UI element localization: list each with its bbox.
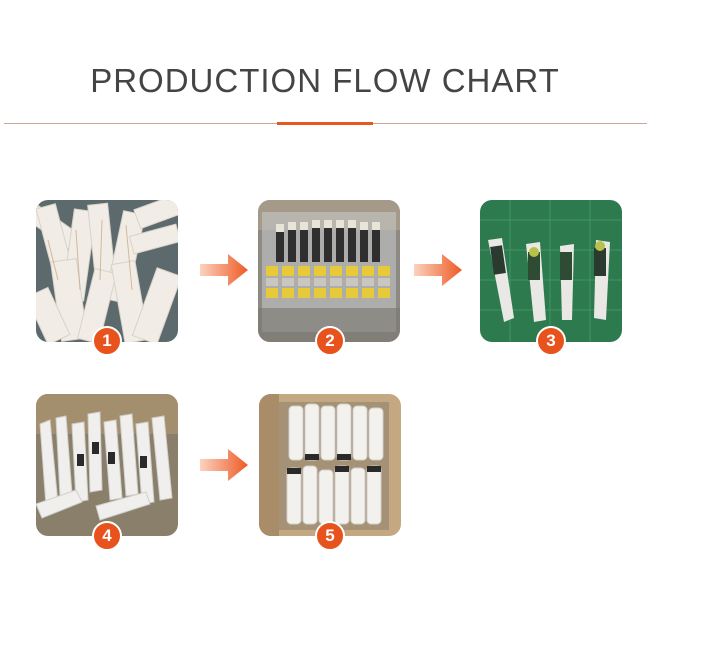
step-1-photo (36, 200, 178, 342)
step-3-photo (480, 200, 622, 342)
step-2-number-badge: 2 (315, 326, 345, 356)
step-4-photo (36, 394, 178, 536)
title-accent-bar (277, 122, 373, 125)
step-3-number-badge: 3 (536, 326, 566, 356)
page-title: PRODUCTION FLOW CHART (90, 62, 560, 99)
arrow-right-icon (200, 447, 248, 483)
step-2-photo (258, 200, 400, 342)
step-4-number-badge: 4 (92, 521, 122, 551)
step-5-photo (259, 394, 401, 536)
arrow-right-icon (414, 252, 462, 288)
arrow-right-icon (200, 252, 248, 288)
step-5-number-badge: 5 (315, 521, 345, 551)
step-1-number-badge: 1 (92, 326, 122, 356)
